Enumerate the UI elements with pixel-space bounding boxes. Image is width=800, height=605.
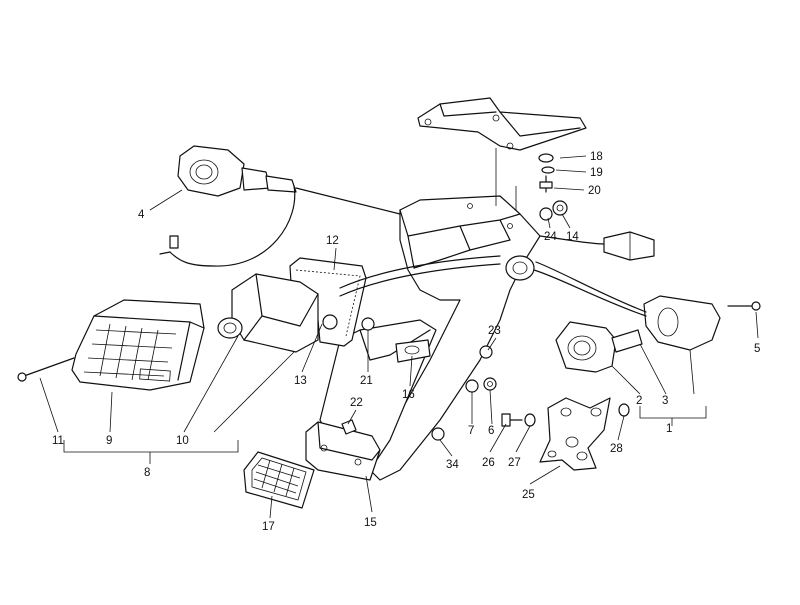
callout-34: 34 (446, 459, 459, 471)
wire-connector (539, 231, 655, 261)
callout-25: 25 (522, 489, 535, 501)
callout-labels: 1 2 3 4 5 6 7 8 9 10 11 12 13 14 15 16 1… (52, 151, 760, 533)
license-light-housing (305, 421, 381, 481)
tail-light-housing (217, 273, 338, 353)
callout-5: 5 (754, 343, 760, 355)
leader-lines (39, 148, 759, 519)
callout-14: 14 (566, 231, 579, 243)
callout-8: 8 (144, 467, 150, 479)
callout-9: 9 (106, 435, 112, 447)
callout-11: 11 (52, 435, 64, 447)
license-lens (243, 451, 315, 509)
tail-light-lens (71, 299, 205, 391)
callout-22: 22 (350, 397, 363, 409)
top-mounting-bracket (417, 97, 587, 151)
callout-18: 18 (590, 151, 603, 163)
wiring-harness (295, 187, 501, 297)
callout-24: 24 (544, 231, 557, 243)
callout-7: 7 (468, 425, 474, 437)
callout-6: 6 (488, 425, 494, 437)
hardware-parts (17, 153, 761, 441)
callout-26: 26 (482, 457, 495, 469)
callout-23: 23 (488, 325, 501, 337)
callout-12: 12 (326, 235, 339, 247)
callout-21: 21 (360, 375, 373, 387)
mounting-plate (539, 397, 611, 471)
callout-3: 3 (662, 395, 668, 407)
callout-2: 2 (636, 395, 642, 407)
callout-13: 13 (294, 375, 307, 387)
callout-1: 1 (666, 423, 672, 435)
callout-20: 20 (588, 185, 601, 197)
callout-16: 16 (402, 389, 415, 401)
callout-17: 17 (262, 521, 275, 533)
callout-15: 15 (364, 517, 377, 529)
callout-19: 19 (590, 167, 603, 179)
callout-27: 27 (508, 457, 521, 469)
callout-28: 28 (610, 443, 623, 455)
turn-signal-right (533, 261, 721, 373)
callout-4: 4 (138, 209, 145, 221)
callout-10: 10 (176, 435, 189, 447)
turn-signal-left (159, 145, 297, 267)
